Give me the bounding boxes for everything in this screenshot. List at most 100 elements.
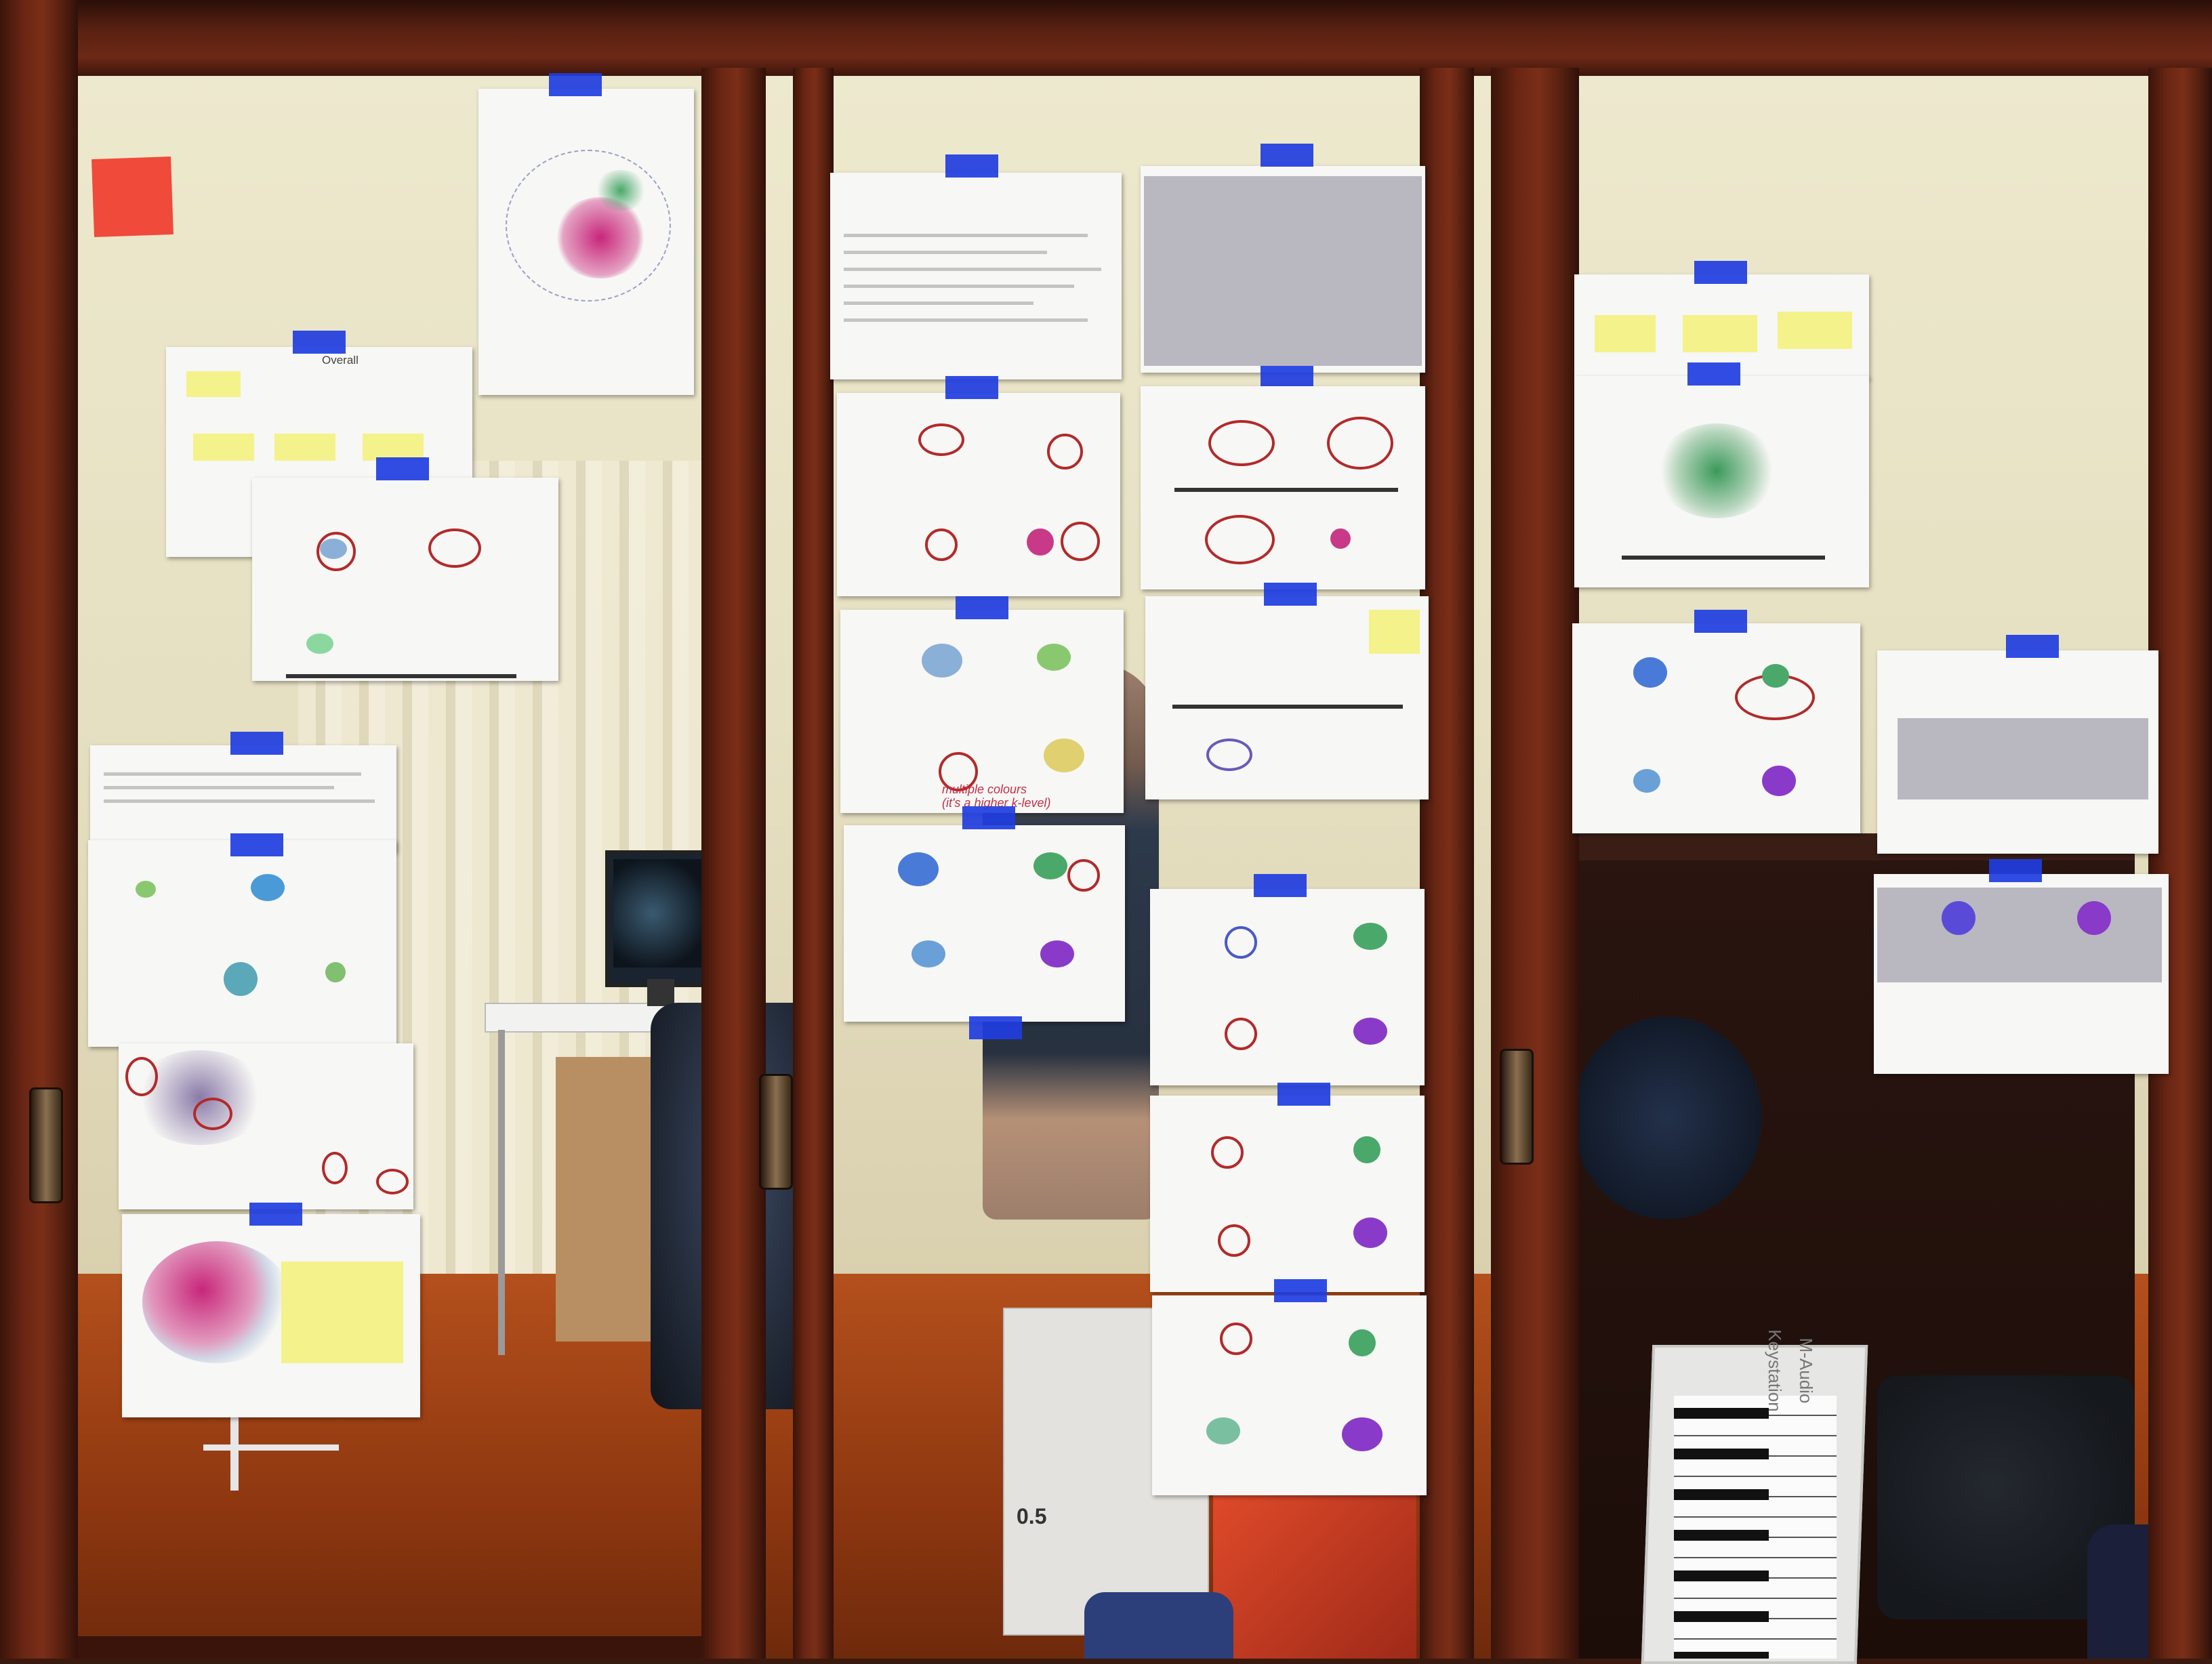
graph-cluster: [306, 633, 333, 654]
annotation-ring: [1211, 1136, 1244, 1169]
tape: [945, 154, 998, 178]
graph-cluster: [912, 940, 945, 968]
text-line: [844, 251, 1047, 254]
text-line: [844, 234, 1088, 237]
graph-cluster: [1342, 1417, 1382, 1451]
text-line: [104, 799, 375, 803]
annotation-ring: [125, 1057, 158, 1096]
door-frame-top: [0, 0, 2212, 76]
text-line: [844, 268, 1101, 271]
graph-cluster: [1330, 528, 1351, 549]
text-line: [844, 285, 1074, 288]
annotation-ring: [1220, 1323, 1252, 1355]
paper-cluster-rings-1: [837, 393, 1120, 596]
annotation-ring: [1225, 1018, 1257, 1050]
tape: [376, 457, 429, 480]
gray-panel: [1144, 176, 1422, 366]
annotation-ring: [1225, 926, 1257, 959]
graph-cluster: [898, 852, 939, 886]
desk-leg: [498, 1030, 505, 1355]
scale-bar: [1172, 705, 1403, 709]
text-line: [844, 318, 1088, 322]
sticky-note: [274, 434, 335, 461]
paper-cluster-four: [1572, 623, 1860, 833]
paper-cluster-yellow: [1145, 596, 1429, 799]
graph-cluster: [1027, 528, 1054, 556]
graph-cluster: [1353, 1136, 1380, 1163]
graph-cluster: [922, 644, 962, 678]
sticky-note: [193, 434, 254, 461]
graph-cluster: [1044, 739, 1084, 772]
sticky-note: [1595, 315, 1656, 352]
annotation-ring: [428, 528, 481, 568]
paper-gray-purple: [1874, 874, 2169, 1074]
graph-cluster: [1353, 1018, 1387, 1045]
graph-cluster: [506, 150, 671, 301]
red-bag: [1213, 1491, 1416, 1659]
annotation-ring: [1218, 1224, 1250, 1257]
monitor-stand: [647, 979, 674, 1006]
tape: [230, 833, 283, 856]
tape: [1261, 366, 1313, 389]
paper-cluster-colors-3: [1150, 1096, 1425, 1292]
door-handle[interactable]: [1500, 1049, 1534, 1165]
scale-bar: [1622, 556, 1825, 560]
annotation-ring: [1206, 739, 1252, 771]
tape: [230, 732, 283, 755]
door-stile-3: [1420, 68, 1474, 1659]
graph-cluster: [1633, 657, 1667, 688]
paper-gray-boxes: [1877, 650, 2158, 854]
door-stile-4: [1491, 68, 1579, 1659]
graph-cluster: [325, 962, 346, 982]
paper-cluster-colors-2: [1150, 889, 1425, 1085]
tape: [969, 1016, 1022, 1039]
tape: [962, 806, 1015, 829]
paper-network-graph-2: [122, 1214, 420, 1417]
annotation-ring: [1327, 417, 1393, 470]
graph-cluster: [1353, 1218, 1387, 1248]
cardboard-box: [556, 1057, 664, 1341]
tape: [1261, 144, 1313, 167]
graph-cluster: [1349, 1329, 1376, 1356]
graph-cluster: [1762, 664, 1789, 688]
annotation-ring: [1067, 859, 1100, 892]
handwritten-note-line: multiple colours: [942, 783, 1027, 796]
graph-cluster: [1353, 923, 1387, 950]
handwritten-note: multiple colours (it's a higher k-level): [942, 783, 1051, 810]
tape: [1687, 362, 1740, 386]
tape: [1274, 1279, 1327, 1302]
paper-scatter-plots: [88, 840, 396, 1047]
paper-single-network: [1574, 376, 1869, 587]
graph-cluster: [1033, 852, 1067, 879]
scale-bar: [286, 674, 516, 678]
monitor-screen: [613, 859, 712, 968]
clothes-pile: [1572, 1016, 1762, 1220]
gray-panel: [2053, 718, 2148, 799]
door-frame-left: [0, 0, 78, 1659]
shoes: [1084, 1592, 1233, 1659]
gray-panel: [1877, 888, 2162, 982]
door-stile-2: [793, 68, 834, 1659]
paper-cluster-colors: [844, 825, 1125, 1022]
annotation-ring: [918, 423, 964, 456]
annotation-ring: [1061, 522, 1100, 561]
door-handle[interactable]: [29, 1087, 63, 1203]
graph-cluster: [1633, 769, 1660, 793]
graph-cluster: [1037, 644, 1071, 671]
tape: [1264, 583, 1317, 606]
tape: [1989, 859, 2042, 882]
annotation-ring: [376, 1169, 409, 1194]
annotation-ring: [322, 1152, 348, 1184]
graph-cluster: [2077, 901, 2111, 935]
annotation-ring: [193, 1098, 232, 1130]
graph-cluster: [1942, 901, 1975, 935]
graph-cluster: [251, 874, 285, 901]
red-sticky-note: [91, 156, 173, 238]
paper-title: Overall: [322, 354, 359, 367]
door-handle[interactable]: [759, 1074, 793, 1190]
graph-cluster: [553, 197, 648, 278]
annotation-ring: [925, 528, 958, 561]
text-line: [104, 786, 334, 789]
graph-cluster: [320, 539, 347, 559]
tape: [549, 73, 602, 96]
